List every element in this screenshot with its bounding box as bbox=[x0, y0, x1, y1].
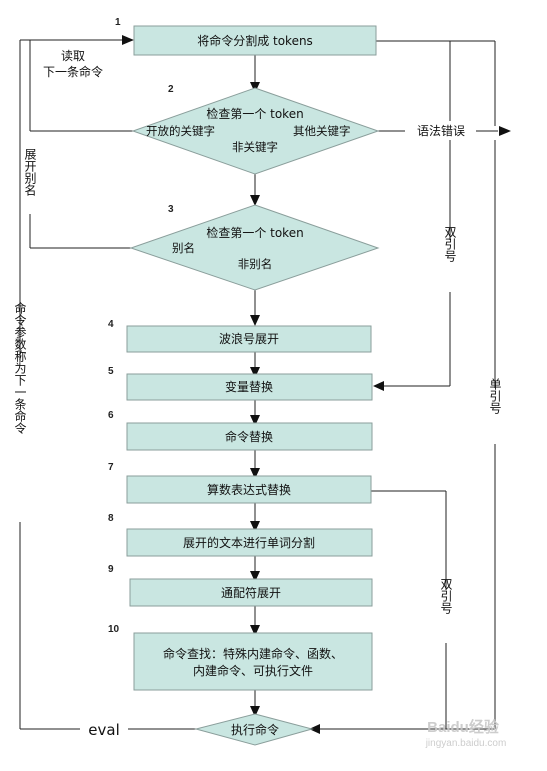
step-number-6: 6 bbox=[108, 410, 114, 421]
step-number-3: 3 bbox=[168, 204, 174, 215]
step-number-7: 7 bbox=[108, 462, 114, 473]
check-first-token-2-label: 检查第一个 token bbox=[206, 225, 303, 240]
step-number-5: 5 bbox=[108, 366, 114, 377]
watermark-url: jingyan.baidu.com bbox=[425, 738, 507, 749]
execute-command-label: 执行命令 bbox=[231, 722, 279, 737]
single-quote-label: 单引号 bbox=[488, 378, 502, 414]
read-next-label-line2: 下一条命令 bbox=[43, 64, 103, 79]
open-keyword-label: 开放的关键字 bbox=[146, 124, 215, 138]
node-tokenize: 将命令分割成 tokens bbox=[133, 25, 377, 56]
node-check-first-token-1: 检查第一个 token 开放的关键字 其他关键字 非关键字 bbox=[131, 87, 380, 175]
step-number-4: 4 bbox=[108, 319, 114, 330]
step-number-2: 2 bbox=[168, 84, 174, 95]
command-lookup-label-line2: 内建命令、可执行文件 bbox=[193, 663, 313, 678]
node-arith-substitution: 算数表达式替换 bbox=[126, 475, 372, 504]
non-alias-label: 非别名 bbox=[238, 257, 273, 271]
double-quote-label-1: 双引号 bbox=[443, 226, 457, 262]
variable-substitution-label: 变量替换 bbox=[225, 379, 273, 394]
step-number-1: 1 bbox=[115, 17, 121, 28]
glob-expansion-label: 通配符展开 bbox=[221, 585, 281, 600]
arith-substitution-label: 算数表达式替换 bbox=[207, 482, 291, 497]
step-number-8: 8 bbox=[108, 513, 114, 524]
command-substitution-label: 命令替换 bbox=[225, 429, 273, 444]
syntax-error-label: 语法错误 bbox=[417, 124, 465, 138]
node-word-splitting: 展开的文本进行单词分割 bbox=[126, 528, 373, 557]
expand-alias-label: 展开别名 bbox=[23, 148, 37, 196]
command-lookup-label-line1: 命令查找：特殊内建命令、函数、 bbox=[163, 646, 343, 661]
word-splitting-label: 展开的文本进行单词分割 bbox=[183, 535, 315, 550]
alias-label: 别名 bbox=[172, 241, 195, 255]
args-as-next-command-label: 命令参数称为下一条命令 bbox=[13, 301, 27, 435]
double-quote-label-2: 双引号 bbox=[439, 578, 453, 614]
side-labels: 读取 下一条命令 语法错误 展开别名 双引号 单引号 双引号 命令参数称为下一条… bbox=[12, 49, 503, 739]
watermark: Baidu经验 jingyan.baidu.com bbox=[425, 718, 507, 749]
tilde-expansion-label: 波浪号展开 bbox=[219, 331, 279, 346]
check-first-token-1-label: 检查第一个 token bbox=[206, 106, 303, 121]
watermark-brand: Baidu经验 bbox=[427, 718, 500, 736]
read-next-label-line1: 读取 bbox=[61, 49, 85, 63]
non-keyword-label: 非关键字 bbox=[232, 140, 278, 154]
node-variable-substitution: 变量替换 bbox=[126, 373, 373, 401]
node-tokenize-label: 将命令分割成 tokens bbox=[197, 33, 313, 48]
node-command-substitution: 命令替换 bbox=[126, 422, 373, 451]
node-tilde-expansion: 波浪号展开 bbox=[126, 325, 372, 353]
other-keyword-label: 其他关键字 bbox=[293, 124, 351, 138]
step-number-10: 10 bbox=[108, 624, 120, 635]
node-check-first-token-2: 检查第一个 token 别名 非别名 bbox=[129, 204, 380, 291]
node-execute-command: 执行命令 bbox=[194, 713, 314, 746]
node-glob-expansion: 通配符展开 bbox=[129, 578, 373, 607]
step-number-9: 9 bbox=[108, 564, 114, 575]
node-command-lookup: 命令查找：特殊内建命令、函数、 内建命令、可执行文件 bbox=[133, 632, 373, 691]
arrowheads bbox=[122, 35, 511, 734]
step-numbers: 1 2 3 4 5 6 7 8 9 10 bbox=[108, 17, 174, 635]
eval-label: eval bbox=[88, 721, 119, 739]
